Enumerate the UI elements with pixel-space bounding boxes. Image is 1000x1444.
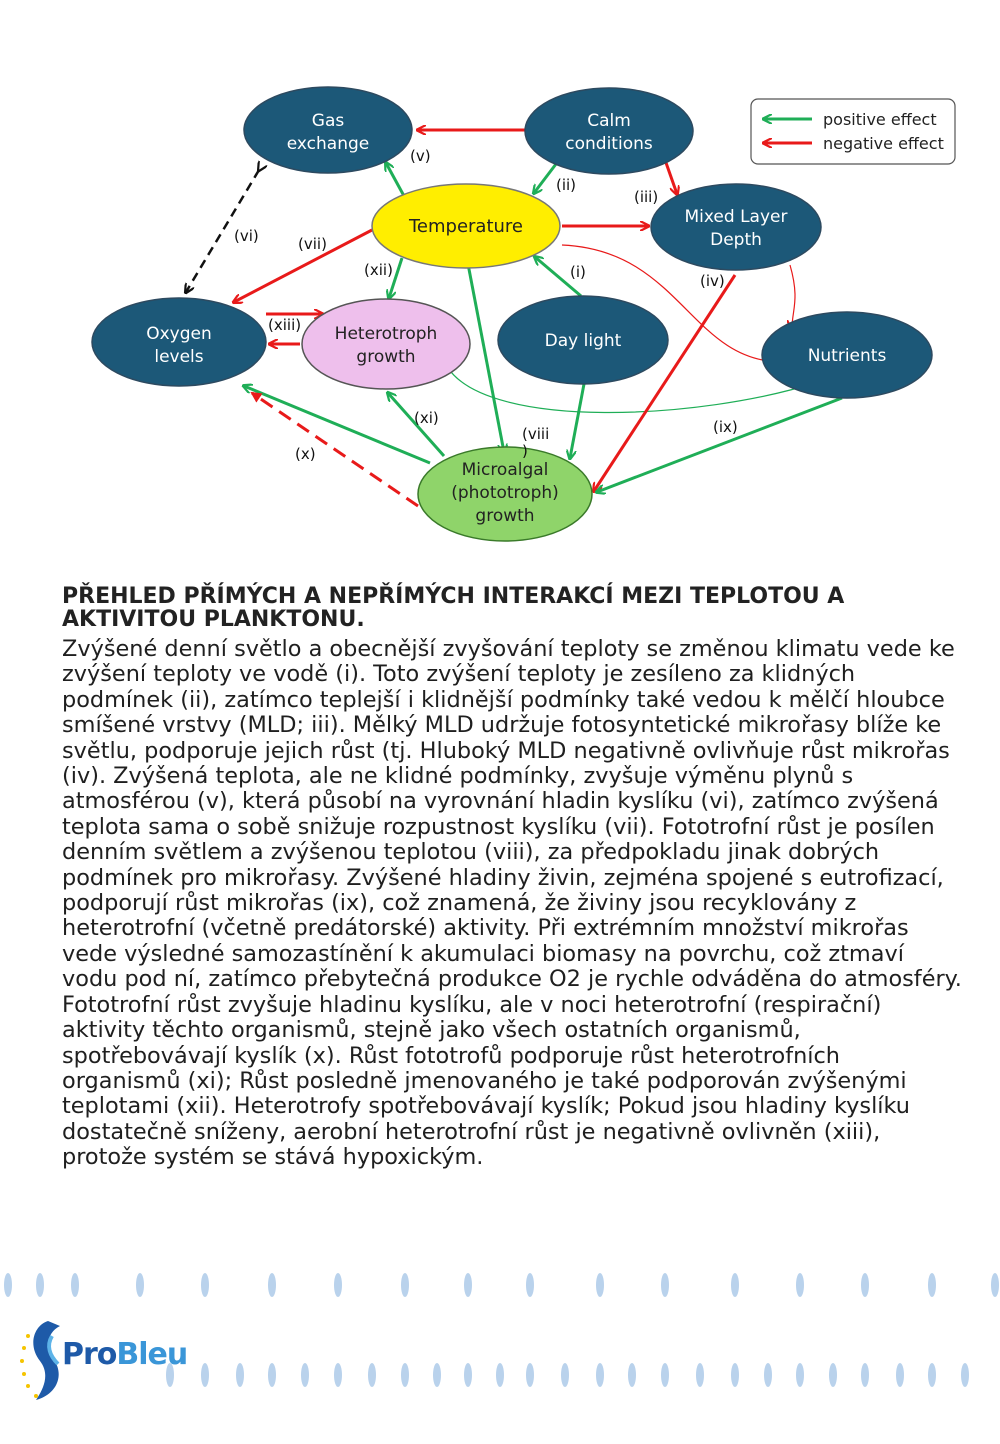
label-i: (i) (570, 263, 586, 281)
node-label: Heterotroph (335, 324, 438, 344)
node-calm-conditions: Calm conditions (524, 87, 694, 175)
arrow-microalgal-to-oxygen-negative (250, 391, 419, 508)
interaction-diagram: Gas exchange Calm conditions Temperature… (91, 86, 956, 542)
node-label: Day light (545, 331, 622, 351)
node-gas-exchange: Gas exchange (243, 86, 413, 174)
node-heterotroph-growth: Heterotroph growth (301, 298, 471, 390)
label-xiii: (xiii) (268, 316, 301, 334)
label-xii: (xii) (364, 261, 393, 279)
mld-to-nutrients-curve (790, 264, 795, 328)
legend: positive effect negative effect (750, 98, 956, 165)
probleu-logo-icon (20, 1321, 60, 1400)
label-viii-close: ) (522, 442, 528, 460)
label-iv: (iv) (700, 272, 725, 290)
label-vii: (vii) (298, 235, 327, 253)
temp-to-nutrients-curve (561, 244, 780, 362)
label-xi: (xi) (414, 409, 439, 427)
node-day-light: Day light (497, 295, 669, 385)
node-label: growth (475, 506, 534, 526)
node-label: (phototroph) (451, 483, 559, 503)
arrow-temperature-to-gas (386, 163, 406, 197)
node-microalgal-growth: Microalgal (phototroph) growth (417, 446, 593, 542)
label-x: (x) (295, 445, 316, 463)
arrow-temperature-to-heterotroph (389, 257, 404, 298)
label-viii: (viii (522, 425, 549, 443)
node-label: levels (154, 347, 203, 367)
arrow-nutrients-to-microalgal (597, 396, 843, 492)
node-label: Temperature (408, 216, 523, 237)
node-label: Calm (587, 111, 631, 131)
label-vi: (vi) (234, 227, 259, 245)
node-temperature: Temperature (371, 183, 561, 269)
node-mixed-layer-depth: Mixed Layer Depth (650, 183, 822, 271)
arrow-temperature-to-microalgal (466, 263, 504, 452)
node-label: Nutrients (808, 346, 887, 366)
arrow-mld-to-microalgal (594, 274, 737, 491)
logo-part-bleu: Bleu (116, 1337, 188, 1372)
arrow-microalgal-to-oxygen (244, 386, 431, 465)
arrow-calm-to-temperature (534, 163, 558, 193)
decorative-droplets (4, 1273, 999, 1387)
node-oxygen-levels: Oxygen levels (91, 297, 267, 387)
node-label: Mixed Layer (685, 207, 788, 227)
logo-part-pro: Pro (62, 1337, 117, 1372)
heterotroph-to-nutrients-curve (447, 367, 818, 414)
legend-negative-label: negative effect (823, 134, 944, 153)
section-heading: PŘEHLED PŘÍMÝCH A NEPŘÍMÝCH INTERAKCÍ ME… (62, 584, 845, 632)
arrow-gas-oxygen-dashed (186, 170, 259, 292)
probleu-logo-text: ProBleu (62, 1337, 188, 1372)
label-ix: (ix) (713, 418, 738, 436)
label-ii: (ii) (556, 176, 576, 194)
node-label: Gas (312, 111, 345, 131)
arrow-daylight-to-microalgal (570, 383, 586, 458)
node-label: Depth (710, 230, 762, 250)
node-label: Microalgal (462, 460, 549, 480)
node-label: growth (356, 347, 415, 367)
node-label: Oxygen (146, 324, 212, 344)
node-nutrients: Nutrients (761, 311, 933, 399)
label-iii: (iii) (634, 188, 658, 206)
arrow-daylight-to-temperature (535, 257, 582, 298)
label-v: (v) (410, 147, 431, 165)
node-label: exchange (287, 134, 370, 154)
legend-positive-label: positive effect (823, 110, 937, 129)
body-paragraph: Zvýšené denní světlo a obecnější zvyšová… (62, 636, 962, 1171)
node-label: conditions (565, 134, 653, 154)
arrow-microalgal-to-heterotroph (388, 393, 446, 457)
